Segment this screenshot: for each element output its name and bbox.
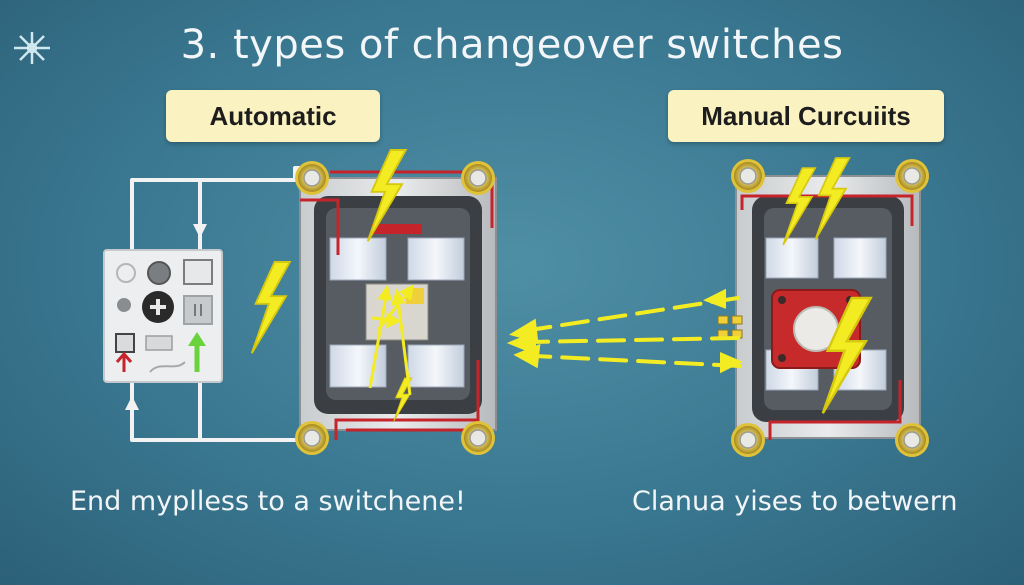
manual-caption: Clanua yises to betwern xyxy=(632,486,958,517)
sparkle-logo-icon xyxy=(14,32,50,64)
automatic-control-panel xyxy=(103,249,223,383)
manual-connector-tabs xyxy=(717,315,743,339)
lightning-bolt-icon xyxy=(250,261,291,355)
page-title: 3. types of changeover switches xyxy=(180,22,844,68)
automatic-label: Automatic xyxy=(166,90,380,142)
manual-label: Manual Curcuiits xyxy=(668,90,944,142)
flow-arrows xyxy=(506,288,743,374)
automatic-caption: End myplless to a switchene! xyxy=(70,486,466,517)
current-arrows xyxy=(368,284,415,396)
